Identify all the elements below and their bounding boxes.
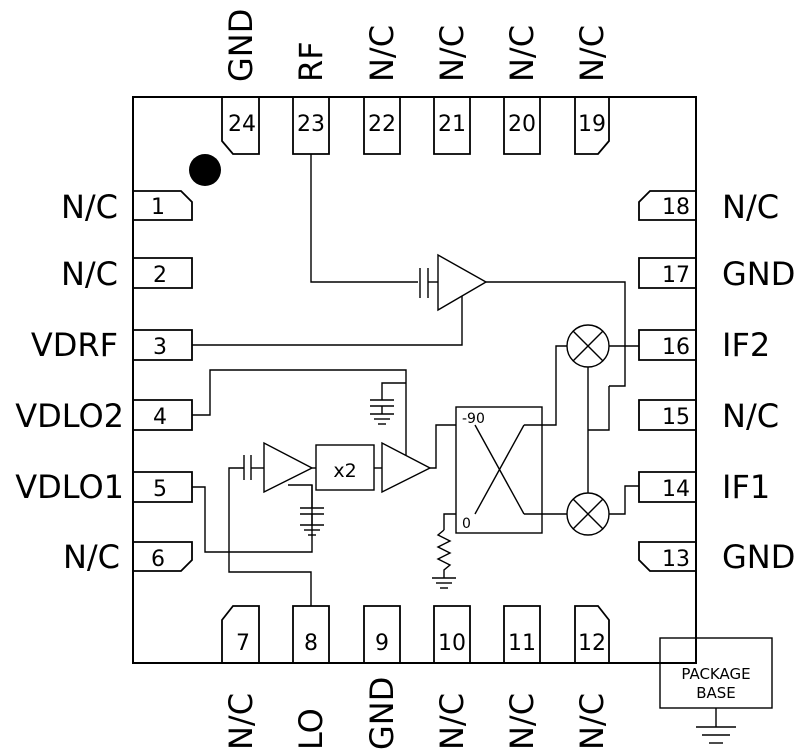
pin-18-label: N/C <box>722 188 779 226</box>
pin-1-label: N/C <box>61 188 118 226</box>
lo-amp2-to-hybrid <box>430 424 456 469</box>
pin-8-number: 8 <box>304 631 318 656</box>
pin-11-number: 11 <box>508 631 536 656</box>
rf-to-mixers-trace <box>588 386 610 431</box>
pin-22: 22 N/C <box>363 25 401 155</box>
pin-2-number: 2 <box>153 263 167 288</box>
doubler-label: x2 <box>333 460 356 482</box>
hybrid-to-upper-mixer <box>524 345 567 426</box>
vdlo2-bias-trace <box>192 369 407 455</box>
pin-24: 24 GND <box>221 9 260 155</box>
pin-23: 23 RF <box>292 41 330 155</box>
pin-23-label: RF <box>292 41 330 82</box>
pin-14-number: 14 <box>662 477 690 502</box>
pin-23-number: 23 <box>297 112 325 137</box>
pin-12-number: 12 <box>578 631 606 656</box>
package-outline <box>132 96 697 664</box>
pin1-indicator-dot <box>189 154 221 186</box>
pin-22-number: 22 <box>368 112 396 137</box>
pin-16-number: 16 <box>662 335 690 360</box>
quadrature-hybrid <box>455 406 543 534</box>
mixer-upper-cross-b <box>572 330 604 362</box>
pin-13-number: 13 <box>662 547 690 572</box>
pin-17: 17 GND <box>638 255 795 293</box>
vdrf-bias-trace <box>192 296 463 346</box>
pin-9-label: GND <box>363 677 401 750</box>
package-base: PACKAGE BASE <box>659 637 773 744</box>
pin-4: 4 VDLO2 <box>15 397 193 435</box>
pin-1-number: 1 <box>151 195 165 220</box>
pin-3-label: VDRF <box>31 326 118 364</box>
pin-13-label: GND <box>722 538 795 576</box>
vdlo1-bias-trace <box>192 484 313 553</box>
pin-16-label: IF2 <box>722 326 770 364</box>
package-base-line2: BASE <box>696 684 736 702</box>
pin-7: 7 N/C <box>221 605 260 750</box>
pin-4-number: 4 <box>153 405 167 430</box>
internal-circuit <box>192 154 639 606</box>
pin-9: 9 GND <box>363 605 401 750</box>
pin-20-number: 20 <box>508 112 536 137</box>
lo-input-trace <box>228 467 312 606</box>
mixer-lower-cross-b <box>572 498 604 530</box>
pin-5-number: 5 <box>153 477 167 502</box>
pin-21-number: 21 <box>438 112 466 137</box>
pin-7-label: N/C <box>222 693 260 750</box>
pin-9-number: 9 <box>375 631 389 656</box>
pin-10-number: 10 <box>438 631 466 656</box>
pin-22-label: N/C <box>363 25 401 82</box>
pin-2-label: N/C <box>61 255 118 293</box>
hybrid-cross-b <box>474 424 525 515</box>
pin-14-label: IF1 <box>722 468 770 506</box>
pin-2: 2 N/C <box>61 255 193 293</box>
pin-20: 20 N/C <box>503 25 541 155</box>
pin-14: 14 IF1 <box>638 468 770 506</box>
hybrid-zero-label: 0 <box>462 516 471 532</box>
pin-6-label: N/C <box>63 538 120 576</box>
pin-18-number: 18 <box>662 195 690 220</box>
pin-18: 18 N/C <box>638 188 779 226</box>
pin-24-number: 24 <box>228 112 256 137</box>
pin-12-label: N/C <box>573 693 611 750</box>
pin-3-number: 3 <box>153 335 167 360</box>
pin-6: 6 N/C <box>63 538 193 576</box>
pin-11: 11 N/C <box>503 605 541 750</box>
pin-11-label: N/C <box>503 693 541 750</box>
pin-19-number: 19 <box>578 112 606 137</box>
pin-24-label: GND <box>222 9 260 82</box>
pin-6-number: 6 <box>151 547 165 572</box>
pin-16: 16 IF2 <box>638 326 770 364</box>
vdlo2-decoupling-stub <box>381 382 406 400</box>
pin-10: 10 N/C <box>433 605 471 750</box>
pin-1: 1 N/C <box>61 188 193 226</box>
pin-21: 21 N/C <box>433 25 471 155</box>
pin-8: 8 LO <box>292 605 330 750</box>
pin-17-label: GND <box>722 255 795 293</box>
pin-10-label: N/C <box>433 693 471 750</box>
pin-15-number: 15 <box>662 405 690 430</box>
pin-8-label: LO <box>292 708 330 750</box>
package-base-line1: PACKAGE <box>681 665 750 683</box>
pin-4-label: VDLO2 <box>15 397 124 435</box>
termination-trace <box>443 513 456 530</box>
rf-amp-output-trace <box>486 281 626 387</box>
pin-13: 13 GND <box>638 538 795 576</box>
pin-12: 12 N/C <box>573 605 611 750</box>
pin-5: 5 VDLO1 <box>15 468 193 506</box>
pin-19-label: N/C <box>573 25 611 82</box>
pin-15: 15 N/C <box>638 397 779 435</box>
pin-20-label: N/C <box>503 25 541 82</box>
rf-input-trace <box>310 154 418 283</box>
if1-trace <box>609 485 639 515</box>
pin-21-label: N/C <box>433 25 471 82</box>
pin-5-label: VDLO1 <box>15 468 124 506</box>
pin-7-number: 7 <box>236 631 250 656</box>
pin-19: 19 N/C <box>573 25 611 155</box>
pin-15-label: N/C <box>722 397 779 435</box>
pin-17-number: 17 <box>662 263 690 288</box>
hybrid-phase-label: -90 <box>462 411 485 427</box>
pin-3: 3 VDRF <box>31 326 193 364</box>
termination-resistor <box>436 529 452 578</box>
